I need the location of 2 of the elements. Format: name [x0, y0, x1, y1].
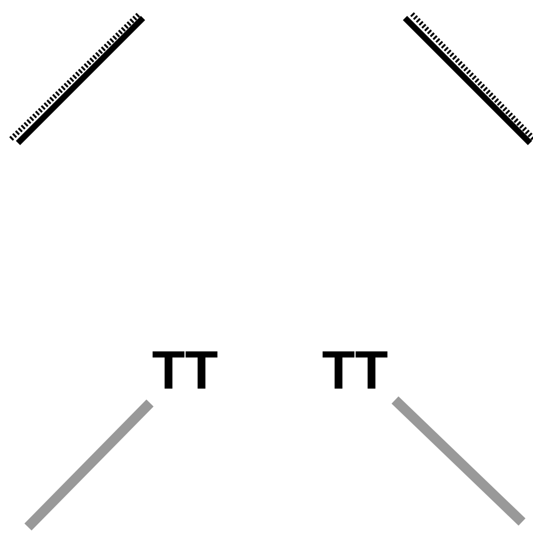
label-text: TT	[152, 351, 218, 389]
label-text: TT	[322, 351, 388, 389]
